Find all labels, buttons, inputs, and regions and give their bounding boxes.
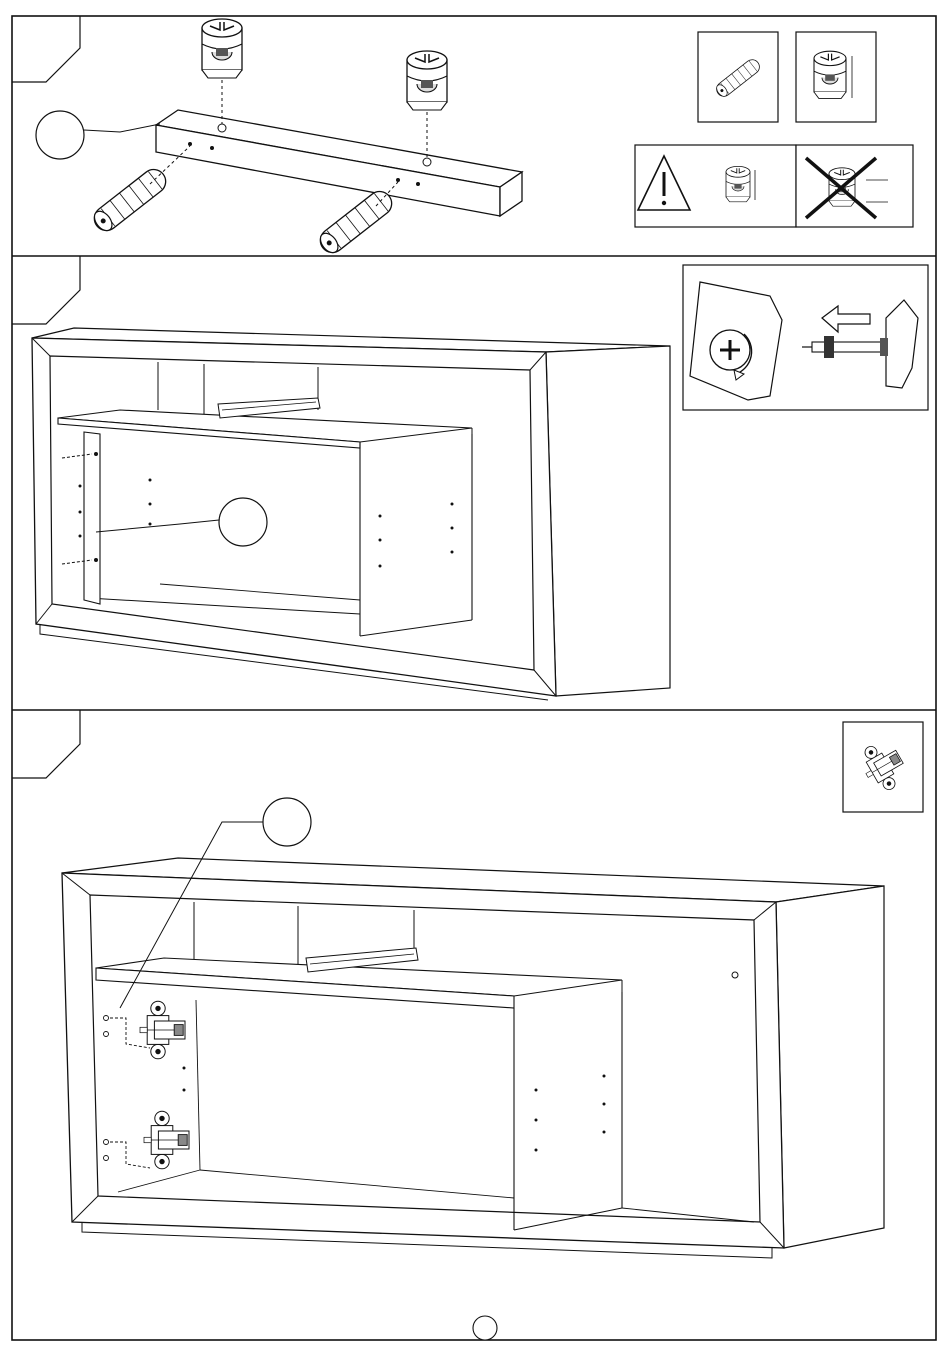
- step-3-panel: [12, 710, 923, 1258]
- wooden-dowel-icon: [90, 165, 171, 236]
- page-number-circle: [473, 1316, 497, 1340]
- cam-lock-icon: [407, 51, 447, 110]
- cam-lock-icon: [726, 166, 750, 201]
- cam-lock-icon: [202, 19, 242, 78]
- rail-board: [156, 110, 522, 216]
- part-callout: [219, 498, 267, 546]
- cabinet-frame: [32, 328, 670, 700]
- step-number-corner: [12, 710, 80, 778]
- cam-lock-icon: [814, 51, 846, 98]
- step-2-panel: [12, 256, 936, 710]
- step-1-panel: [12, 16, 936, 257]
- screwdriver-turn-icon: [690, 282, 782, 400]
- cabinet-frame: [62, 858, 884, 1258]
- step-number-corner: [12, 256, 80, 324]
- part-callout: [36, 111, 84, 159]
- part-callout: [263, 798, 311, 846]
- step-number-corner: [12, 16, 80, 82]
